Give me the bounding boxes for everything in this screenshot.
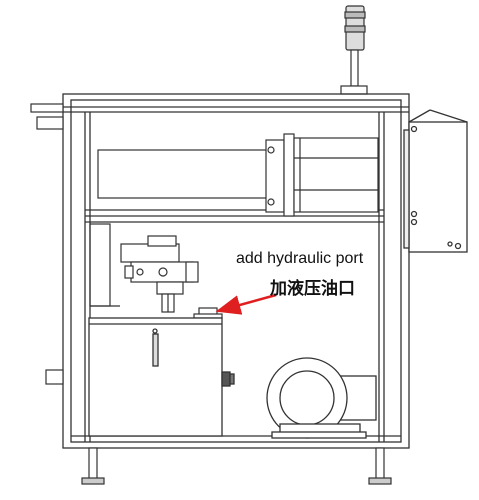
electric-motor <box>266 357 377 439</box>
lower-left-panel <box>89 223 120 307</box>
annotation-arrow <box>215 293 277 315</box>
right-housing <box>403 109 468 253</box>
oil-tank <box>88 317 235 437</box>
label-add-hydraulic-port: add hydraulic port <box>236 250 364 267</box>
upper-cylinder <box>97 133 379 217</box>
machine-feet <box>81 447 392 485</box>
label-add-hydraulic-port-chinese: 加液压油口 <box>270 279 355 299</box>
control-lever <box>340 5 368 95</box>
valve-block <box>120 235 199 313</box>
hydraulic-port-fitting <box>193 307 223 319</box>
left-brackets <box>30 103 64 385</box>
